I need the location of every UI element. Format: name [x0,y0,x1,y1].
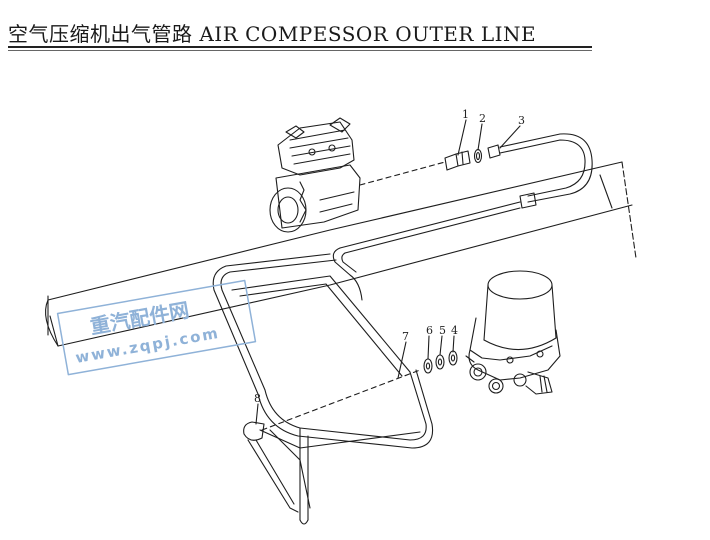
callout-5: 5 [439,324,446,337]
leader-compressor-fitting [359,161,446,186]
watermark-border [56,279,257,376]
elbow-fitting-8 [243,421,299,513]
leader-elbow-dryer [261,369,421,431]
callout-3: 3 [518,114,525,127]
callout-6: 6 [426,324,433,337]
fitting-1 [444,150,471,171]
callout-2: 2 [479,112,486,125]
washer-6 [423,358,433,374]
title-underline [8,46,592,48]
diagram-title: 空气压缩机出气管路 AIR COMPESSOR OUTER LINE [8,22,537,46]
callout-7: 7 [402,330,409,343]
washer-4 [448,350,458,366]
pipe-3 [339,133,593,254]
washer-5 [435,354,445,370]
seal-ring-2 [473,148,483,164]
title-underline-thin [8,50,592,51]
frame-rail [45,161,637,347]
air-dryer [465,270,561,395]
callout-leaders [255,119,521,425]
air-compressor [269,117,361,233]
watermark: 重汽配件网 www.zqpj.com [56,279,257,376]
pipe-7 [212,247,434,525]
callout-1: 1 [462,108,469,121]
callout-8: 8 [254,392,261,405]
callout-4: 4 [451,324,458,337]
